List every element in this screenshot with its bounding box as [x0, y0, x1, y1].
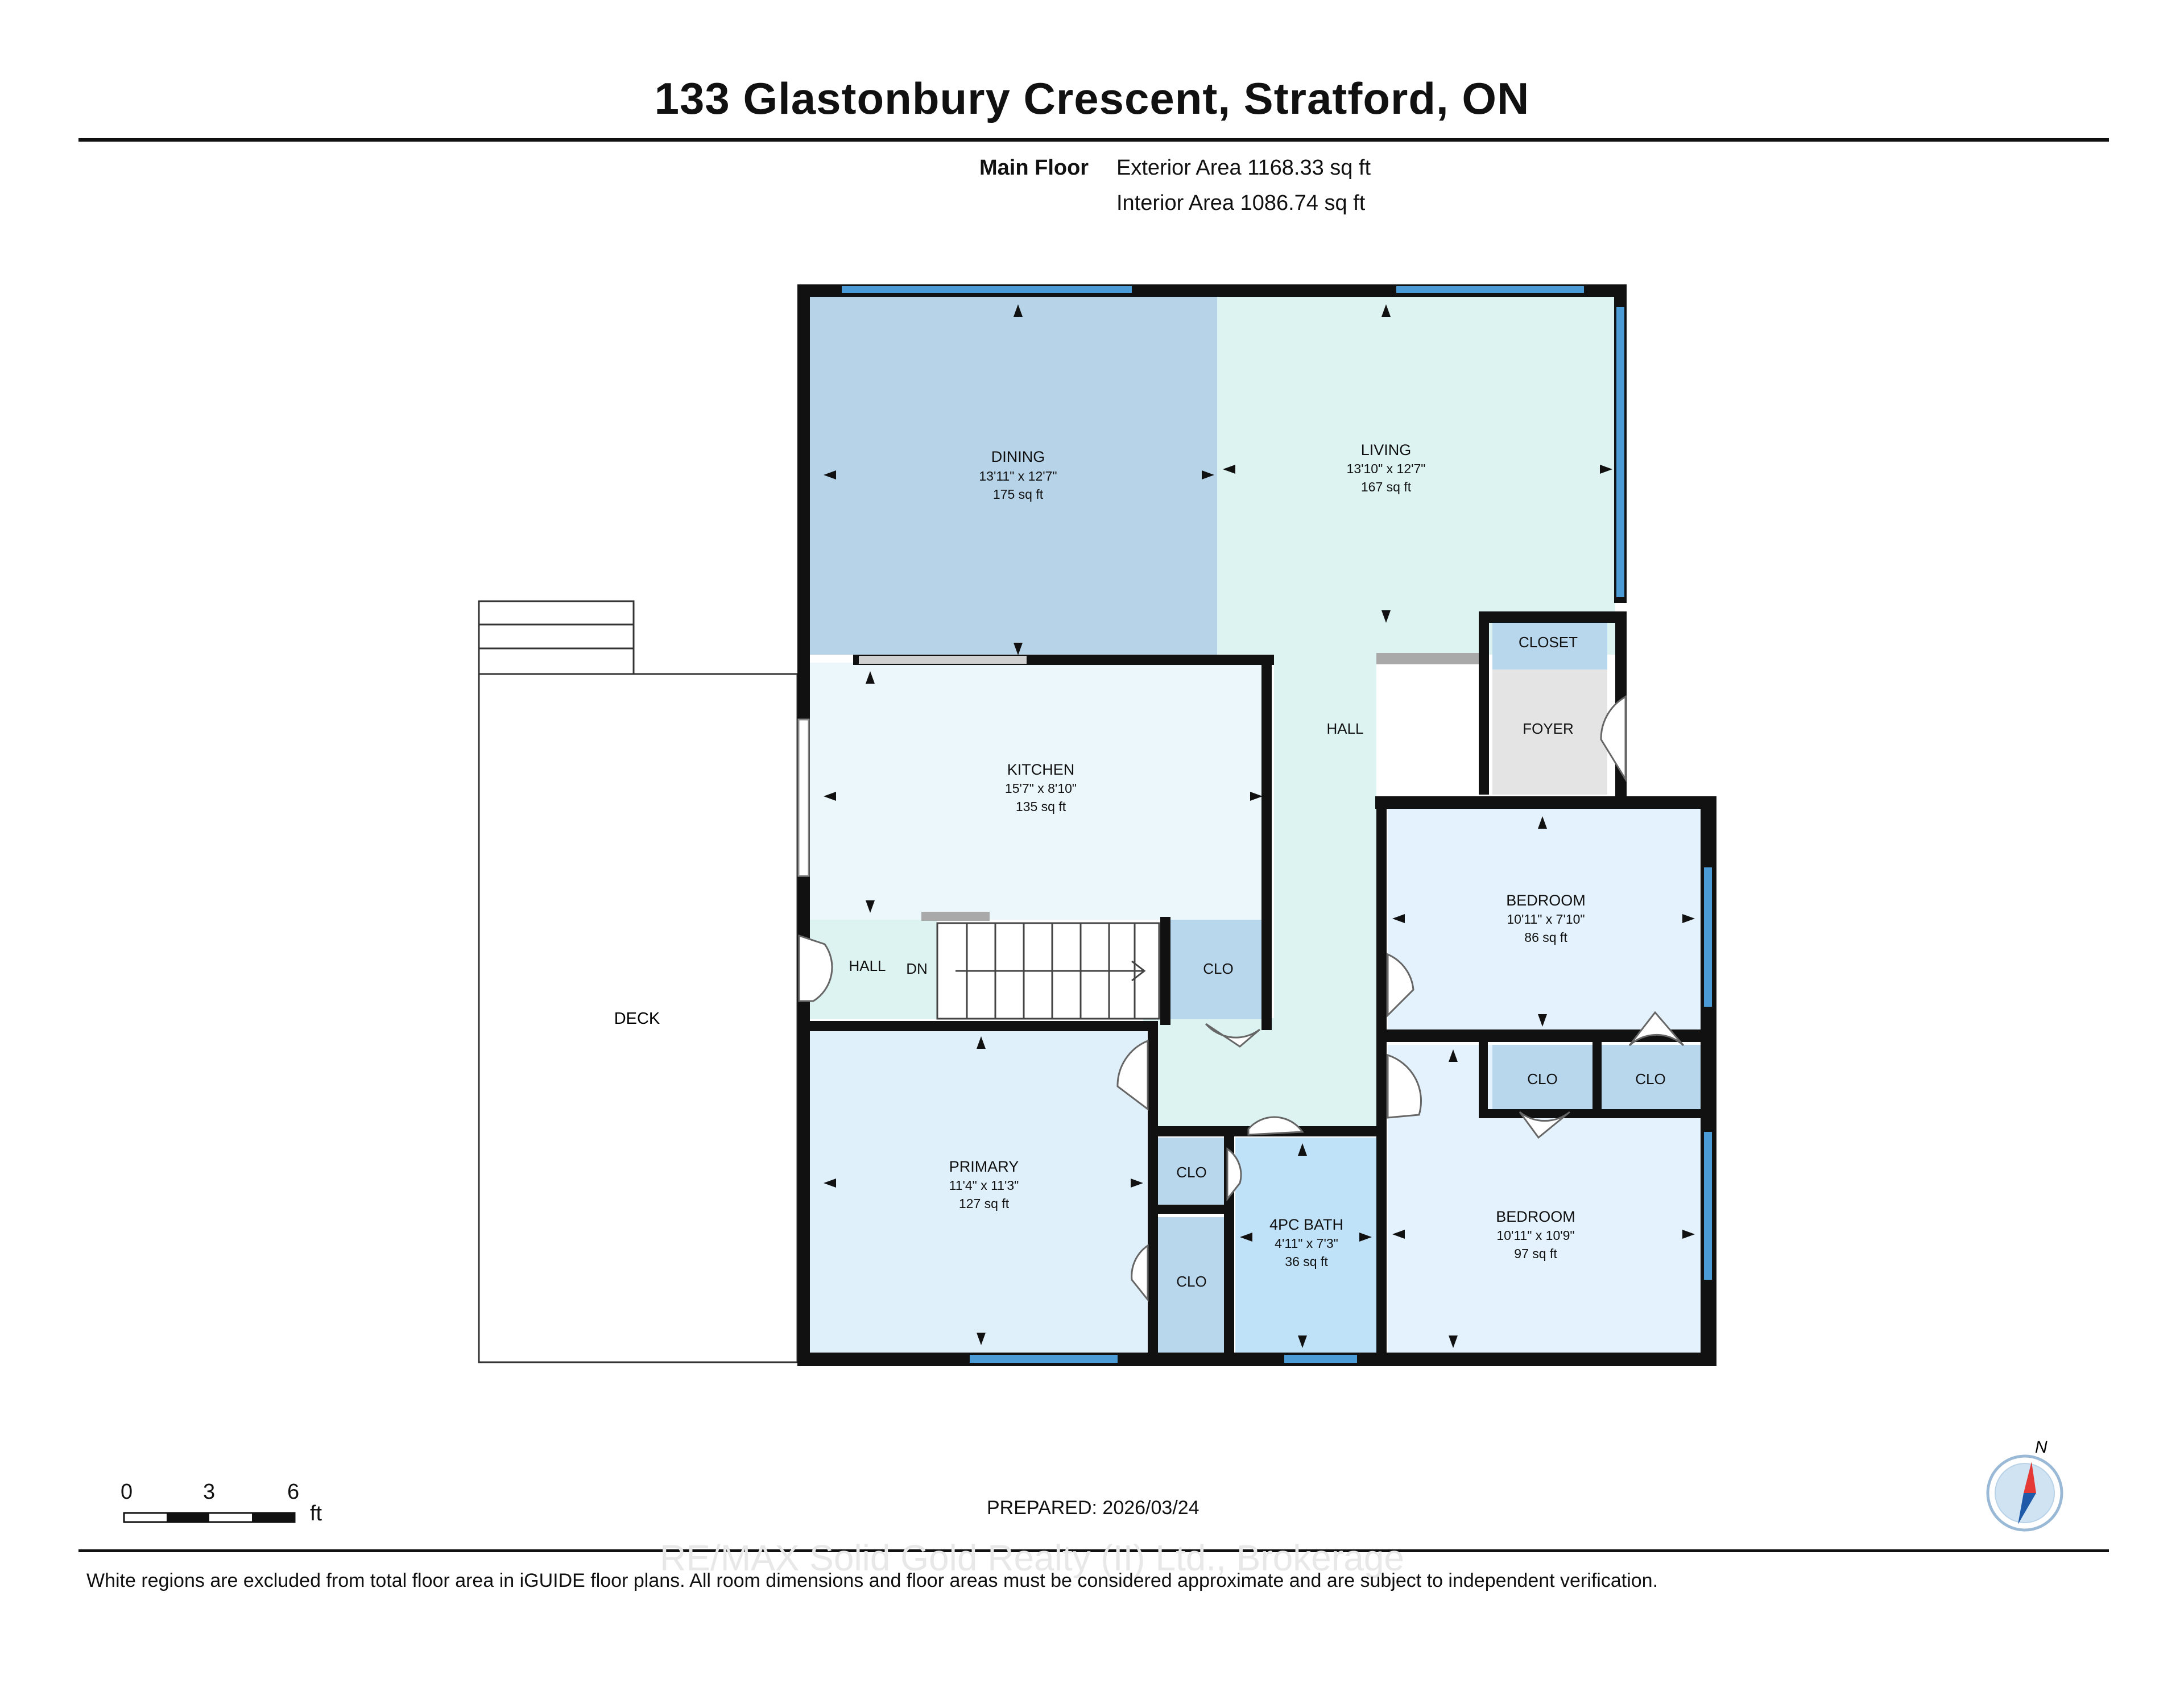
- living-name: LIVING: [1361, 441, 1412, 458]
- footer-rule: [78, 1549, 2109, 1552]
- brokerage-watermark: RE/MAX Solid Gold Realty (II) Ltd., Brok…: [660, 1537, 1404, 1578]
- room-labels: DINING 13'11" x 12'7" 175 sq ft LIVING 1…: [849, 441, 1665, 1290]
- stairs: [937, 920, 1160, 1019]
- kitchen: [806, 663, 1268, 920]
- kitchen-name: KITCHEN: [1007, 761, 1075, 778]
- dining-area: 175 sq ft: [993, 487, 1044, 502]
- scale-6: 6: [287, 1480, 300, 1504]
- primary-dims: 11'4" x 11'3": [949, 1178, 1019, 1193]
- primary-area: 127 sq ft: [959, 1196, 1010, 1211]
- bedroom1-name: BEDROOM: [1506, 892, 1586, 909]
- hall-lower: [1143, 1018, 1382, 1126]
- deck-label: DECK: [614, 1010, 660, 1028]
- scale-unit: ft: [310, 1502, 322, 1525]
- compass-icon: N: [1986, 1438, 2063, 1532]
- clo-bath-a: [1158, 1138, 1226, 1206]
- foyer-label: FOYER: [1523, 720, 1574, 737]
- bedroom2-dims: 10'11" x 10'9": [1496, 1228, 1574, 1243]
- door-swings: [798, 695, 1685, 1303]
- windows: [842, 286, 1712, 1363]
- scale-0: 0: [121, 1480, 133, 1504]
- bedroom2-name: BEDROOM: [1496, 1208, 1575, 1225]
- disclaimer: White regions are excluded from total fl…: [86, 1570, 1658, 1591]
- dining-name: DINING: [991, 448, 1045, 465]
- bath: [1235, 1138, 1378, 1355]
- living-area: 167 sq ft: [1361, 479, 1412, 494]
- dining-dims: 13'11" x 12'7": [979, 469, 1057, 483]
- clo-bed-a-label: CLO: [1527, 1070, 1557, 1088]
- clo-bed-a: [1492, 1045, 1594, 1113]
- bedroom1-area: 86 sq ft: [1524, 930, 1567, 945]
- dining-room: [806, 294, 1217, 655]
- kitchen-dims: 15'7" x 8'10": [1005, 781, 1077, 796]
- closet-foyer: [1492, 621, 1607, 669]
- clo-kitchen: [1170, 920, 1268, 1019]
- kitchen-opening: [859, 656, 1027, 664]
- floor-name: Main Floor: [979, 156, 1089, 180]
- bedroom1-dims: 10'11" x 7'10": [1507, 912, 1585, 927]
- stair-treads: [936, 922, 1160, 1020]
- compass-north-label: N: [2035, 1438, 2048, 1457]
- prepared-date: PREPARED: 2026/03/24: [987, 1497, 1199, 1519]
- clo-bed-b-label: CLO: [1635, 1070, 1665, 1088]
- primary-name: PRIMARY: [949, 1158, 1019, 1175]
- clo-kitchen-label: CLO: [1203, 960, 1233, 977]
- bath-name: 4PC BATH: [1269, 1216, 1343, 1233]
- kitchen-area: 135 sq ft: [1016, 799, 1066, 814]
- living-dims: 13'10" x 12'7": [1347, 461, 1426, 476]
- hall-label: HALL: [1326, 720, 1363, 737]
- bath-area: 36 sq ft: [1285, 1254, 1328, 1269]
- closet-label: CLOSET: [1519, 634, 1578, 651]
- deck: DECK: [478, 600, 799, 1363]
- clo-bath-b-label: CLO: [1176, 1273, 1206, 1290]
- patio-door: [797, 718, 810, 877]
- clo-bath-b: [1158, 1217, 1226, 1355]
- dimension-markers: [824, 304, 1695, 1348]
- clo-bed-b: [1598, 1045, 1701, 1113]
- hall-partition: [1376, 653, 1479, 664]
- title-rule: [78, 138, 2109, 142]
- scale-bar: [123, 1512, 296, 1523]
- foyer: [1492, 669, 1607, 795]
- stairs-down-label: DN: [906, 960, 928, 977]
- primary: [806, 1031, 1148, 1355]
- bedroom2-area: 97 sq ft: [1514, 1246, 1557, 1261]
- scale-3: 3: [203, 1480, 216, 1504]
- bath-dims: 4'11" x 7'3": [1275, 1236, 1338, 1251]
- living-room: [1217, 294, 1615, 655]
- exterior-area: Exterior Area 1168.33 sq ft: [1116, 156, 1371, 180]
- stair-rail: [921, 912, 990, 921]
- interior-area: Interior Area 1086.74 sq ft: [1116, 191, 1366, 215]
- bedroom-1: [1388, 809, 1701, 1032]
- hall-small-label: HALL: [849, 957, 886, 974]
- clo-bath-a-label: CLO: [1176, 1164, 1206, 1181]
- page-title: 133 Glastonbury Crescent, Stratford, ON: [654, 73, 1530, 123]
